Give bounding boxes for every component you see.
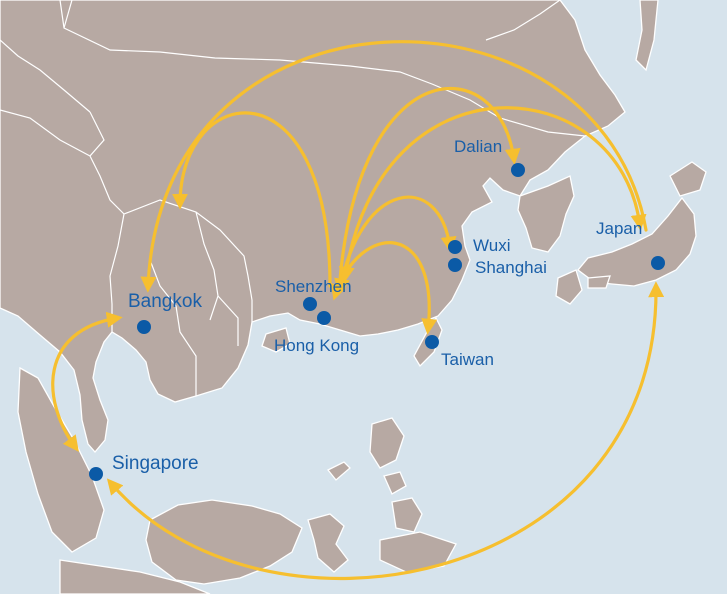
route-shenzhen-dalian (338, 86, 521, 282)
route-japan-bangkok (140, 40, 648, 293)
label-shenzhen: Shenzhen (275, 277, 352, 296)
city-dot-hongkong (317, 311, 331, 325)
route-arcs (51, 40, 665, 581)
route-bangkok-singapore (51, 311, 123, 452)
label-wuxi: Wuxi (473, 236, 510, 255)
new-guinea (379, 531, 457, 573)
city-dot-singapore (89, 467, 103, 481)
route-japan-shenzhen (338, 106, 647, 283)
city-dot-dalian (511, 163, 525, 177)
label-taiwan: Taiwan (441, 350, 494, 369)
sulawesi (307, 513, 349, 573)
city-dot-shenzhen (303, 297, 317, 311)
label-singapore: Singapore (112, 453, 199, 474)
city-markers (89, 163, 665, 481)
japan-shikoku (587, 275, 611, 289)
city-dot-japan (651, 256, 665, 270)
route-singapore-japan (106, 281, 665, 581)
city-labels: Dalian Wuxi Shanghai Japan Shenzhen Hong… (112, 137, 642, 474)
label-japan: Japan (596, 219, 642, 238)
label-hongkong: Hong Kong (274, 336, 359, 355)
java (59, 559, 211, 594)
label-shanghai: Shanghai (475, 258, 547, 277)
label-bangkok: Bangkok (128, 291, 202, 312)
japan-hokkaido (669, 161, 707, 197)
borneo (145, 499, 303, 585)
city-dot-taiwan (425, 335, 439, 349)
city-dot-shanghai (448, 258, 462, 272)
label-dalian: Dalian (454, 137, 502, 156)
city-dot-wuxi (448, 240, 462, 254)
city-dot-bangkok (137, 320, 151, 334)
philippines-mindanao (391, 497, 423, 533)
sakhalin (635, 0, 659, 72)
route-shenzhen-bangkok (172, 111, 332, 288)
route-shenzhen-wuxi (334, 195, 457, 295)
